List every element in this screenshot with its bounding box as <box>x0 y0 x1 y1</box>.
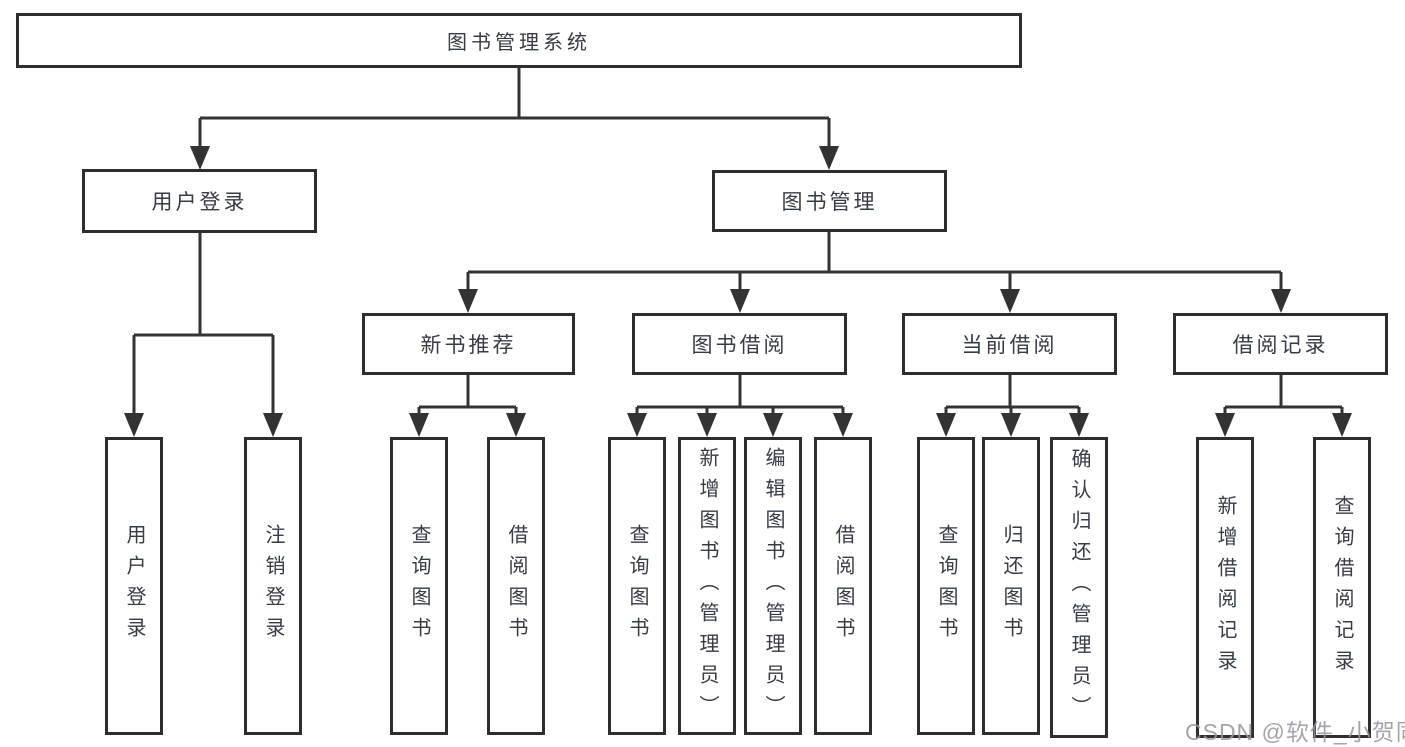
node-user-login: 用户登录 <box>82 169 317 233</box>
arrowhead <box>506 413 526 437</box>
csdn-watermark: CSDN @软件_小贺同学 <box>1185 719 1405 745</box>
arrowhead <box>936 413 956 437</box>
node-borrowing-records: 借阅记录 <box>1173 313 1388 375</box>
leaf-add-borrow-record: 新增借阅记录 <box>1196 437 1254 738</box>
connector-book-borrowing-children <box>627 375 853 437</box>
node-current-borrowing: 当前借阅 <box>902 313 1117 375</box>
connector-book-management-children <box>458 232 1291 313</box>
node-library-management-system: 图书管理系统 <box>16 13 1022 68</box>
leaf-query-books-borrowing: 查询图书 <box>608 437 666 735</box>
connector-user-login-children <box>124 233 283 437</box>
arrowhead <box>1069 413 1089 437</box>
leaf-query-books-current: 查询图书 <box>917 437 975 735</box>
arrowhead <box>1215 413 1235 437</box>
leaf-query-books-recommend: 查询图书 <box>390 437 448 735</box>
arrowhead <box>1000 289 1020 313</box>
leaf-add-books-admin: 新增图书（管理员） <box>678 437 736 735</box>
arrowhead <box>263 413 283 437</box>
leaf-borrow-books-recommend: 借阅图书 <box>487 437 545 735</box>
node-new-book-recommendation: 新书推荐 <box>362 313 575 375</box>
node-book-borrowing: 图书借阅 <box>632 313 847 375</box>
connector-new-book-recommendation-children <box>409 375 526 437</box>
node-book-management: 图书管理 <box>712 170 947 232</box>
arrowhead <box>697 413 717 437</box>
leaf-query-borrow-record: 查询借阅记录 <box>1313 437 1371 738</box>
connector-current-borrowing-children <box>936 375 1089 437</box>
arrowhead <box>1332 413 1352 437</box>
arrowhead <box>1001 413 1021 437</box>
leaf-edit-books-admin: 编辑图书（管理员） <box>744 437 802 735</box>
leaf-confirm-return-admin: 确认归还（管理员） <box>1050 437 1108 738</box>
arrowhead <box>833 413 853 437</box>
arrowhead <box>458 289 478 313</box>
arrowhead <box>819 146 839 170</box>
arrowhead <box>190 146 210 170</box>
arrowhead <box>124 413 144 437</box>
connector-root-to-level1 <box>190 68 839 170</box>
arrowhead <box>1271 289 1291 313</box>
connector-borrowing-records-children <box>1215 375 1352 437</box>
leaf-user-login: 用户登录 <box>105 437 163 735</box>
arrowhead <box>763 413 783 437</box>
arrowhead <box>409 413 429 437</box>
arrowhead <box>730 289 750 313</box>
leaf-return-books: 归还图书 <box>982 437 1040 735</box>
leaf-borrow-books: 借阅图书 <box>814 437 872 735</box>
leaf-logout: 注销登录 <box>244 437 302 735</box>
arrowhead <box>627 413 647 437</box>
